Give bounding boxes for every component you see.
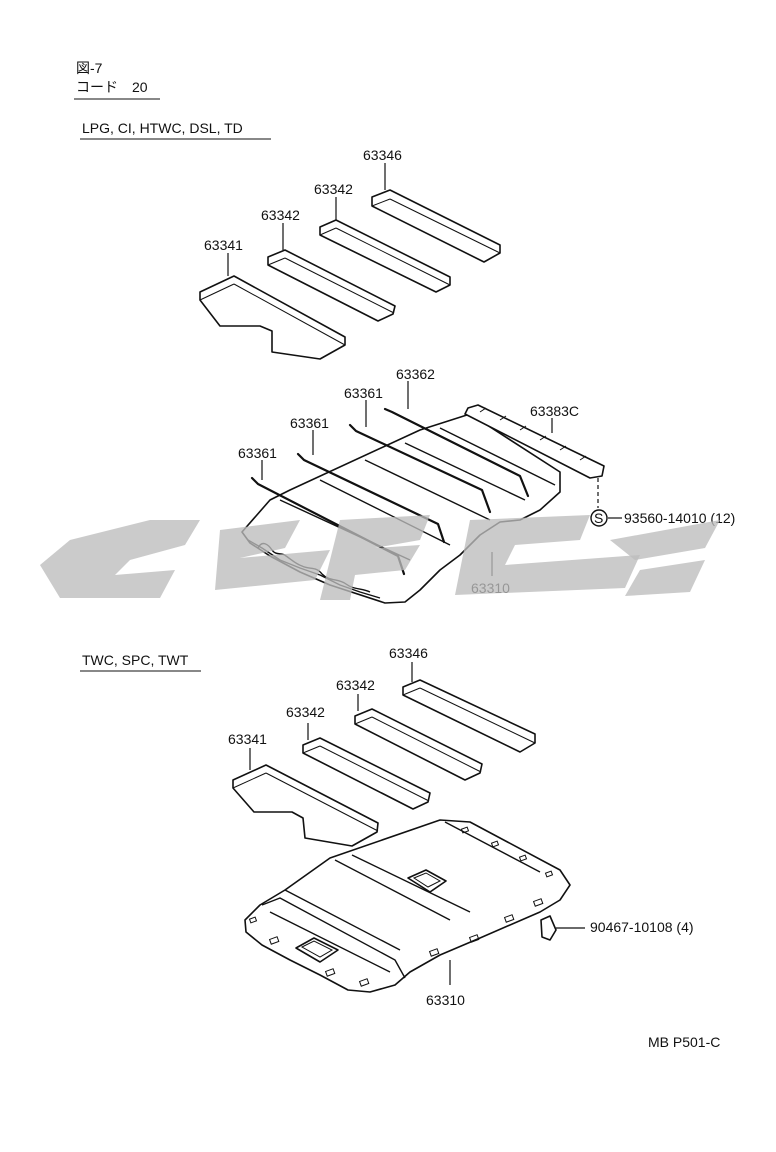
watermark-logo [40, 515, 720, 600]
bottom-pad-63341 [232, 764, 379, 847]
label-top-63346: 63346 [363, 147, 402, 163]
top-bow-labels: 63362 63361 63361 63361 63383C S 93560-1… [238, 366, 735, 596]
top-pads [199, 189, 501, 360]
bottom-dome-opening [407, 869, 447, 893]
section-bottom-title: TWC, SPC, TWT [82, 652, 189, 668]
bottom-pad-labels: 63346 63342 63342 63341 [228, 645, 428, 770]
label-top-63361-b: 63361 [290, 415, 329, 431]
label-top-63342-a: 63342 [314, 181, 353, 197]
screw-symbol: S [594, 510, 603, 526]
bottom-console-opening [295, 937, 339, 963]
screw-icon [590, 509, 608, 527]
label-bottom-63346: 63346 [389, 645, 428, 661]
clip-90467-icon [540, 915, 557, 941]
bow-63362 [383, 407, 530, 498]
label-bottom-63342-b: 63342 [286, 704, 325, 720]
bottom-clip-holes [248, 826, 554, 987]
top-pad-63341 [199, 275, 346, 360]
label-screw-93560: 93560-14010 (12) [624, 510, 735, 526]
label-top-63361-a: 63361 [344, 385, 383, 401]
bow-63361-mid [296, 452, 446, 544]
bottom-pads [232, 679, 536, 847]
label-clip-90467: 90467-10108 (4) [590, 919, 694, 935]
code-label: コード 20 [76, 79, 148, 95]
diagram-reference: MB P501-C [648, 1034, 720, 1050]
label-bottom-63342-a: 63342 [336, 677, 375, 693]
bottom-headlining: 90467-10108 (4) 63310 [244, 819, 694, 1008]
diagram-header: 図-7 コード 20 [74, 60, 160, 100]
section-top-title: LPG, CI, HTWC, DSL, TD [82, 120, 243, 136]
top-retainer [464, 404, 605, 479]
label-top-63383C: 63383C [530, 403, 579, 419]
retainer-63383C [464, 404, 605, 479]
top-pad-labels: 63346 63342 63342 63341 [204, 147, 402, 276]
label-top-63342-b: 63342 [261, 207, 300, 223]
bow-63361-rear [348, 423, 492, 514]
label-bottom-63310: 63310 [426, 992, 465, 1008]
label-top-63362: 63362 [396, 366, 435, 382]
figure-number: 図-7 [76, 60, 103, 76]
label-bottom-63341: 63341 [228, 731, 267, 747]
label-top-63341: 63341 [204, 237, 243, 253]
label-top-63361-c: 63361 [238, 445, 277, 461]
